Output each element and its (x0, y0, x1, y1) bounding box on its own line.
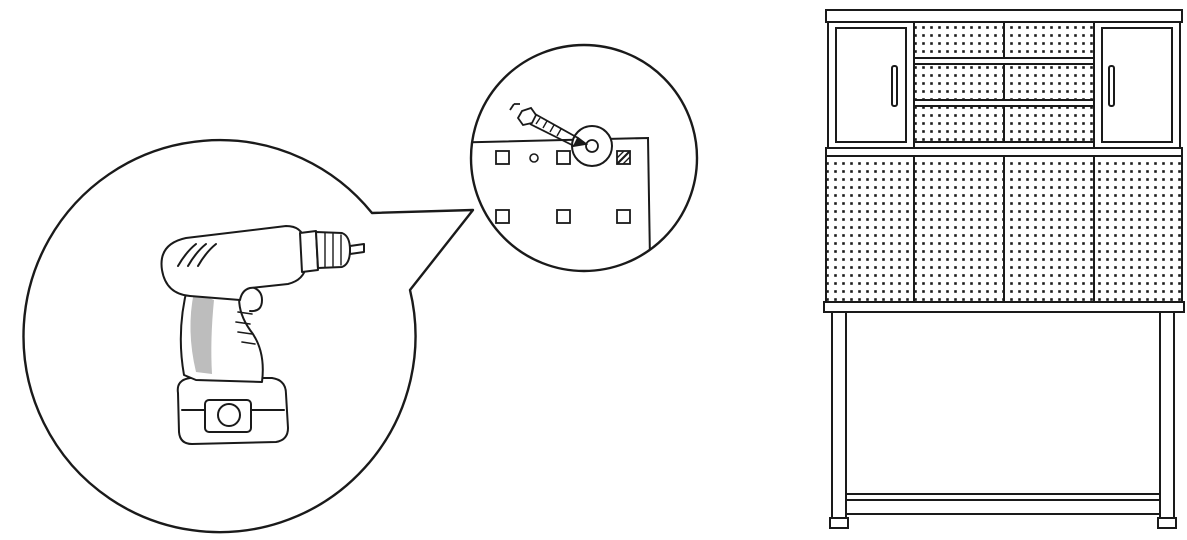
left-foot (829, 517, 849, 529)
peg-hole (616, 209, 631, 224)
drill-callout (22, 138, 475, 534)
peg-hole (556, 209, 571, 224)
bench-top (823, 301, 1185, 313)
left-door-handle[interactable] (891, 65, 898, 107)
screw-icon (509, 103, 589, 148)
peg-hole (556, 150, 571, 165)
right-leg (1159, 311, 1175, 519)
upper-shelf (913, 57, 1095, 65)
pegboard-detail (471, 103, 651, 261)
screw-hole (529, 153, 539, 163)
peg-hole (495, 150, 510, 165)
cabinet-top-cap (825, 9, 1183, 23)
pegboard-detail-callout (469, 43, 699, 273)
upper-shelf (913, 99, 1095, 107)
workbench-cabinet (823, 9, 1185, 529)
right-foot (1157, 517, 1177, 529)
peg-hole (495, 209, 510, 224)
detail-circle-outline (469, 43, 699, 273)
bottom-crossbar (845, 493, 1161, 515)
middle-rail (825, 147, 1183, 157)
drill-icon (160, 225, 365, 445)
left-leg (831, 311, 847, 519)
right-door-handle[interactable] (1108, 65, 1115, 107)
